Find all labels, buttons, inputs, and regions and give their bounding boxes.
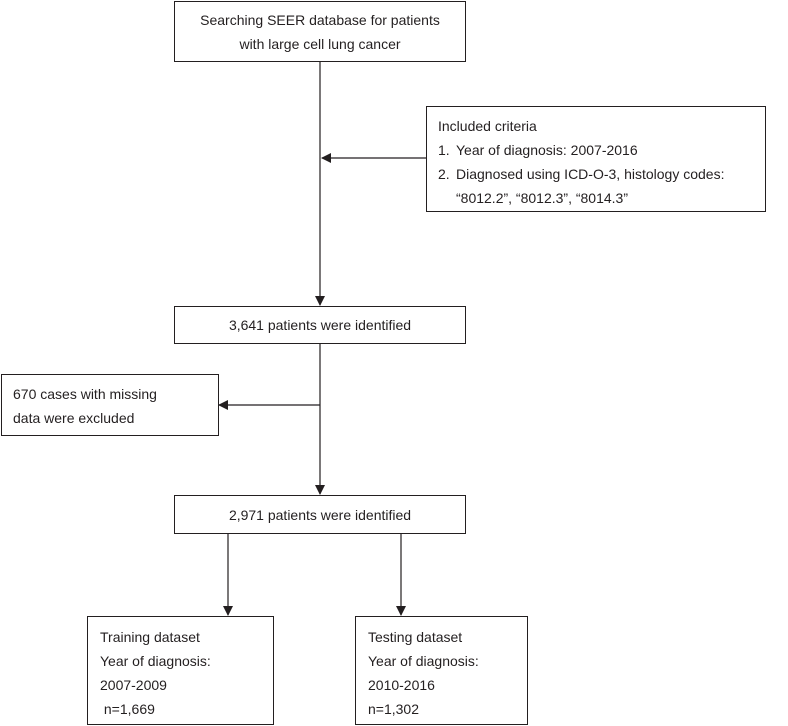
excluded-box: 670 cases with missing data were exclude… [1, 374, 219, 436]
testing-line-1: Testing dataset [368, 629, 463, 645]
training-line-2: Year of diagnosis: [100, 653, 211, 669]
criteria-item-2-num: 2. [438, 166, 450, 182]
training-box: Training dataset Year of diagnosis: 2007… [87, 616, 274, 725]
criteria-title: Included criteria [438, 118, 537, 134]
testing-line-4: n=1,302 [368, 701, 419, 717]
testing-line-2: Year of diagnosis: [368, 653, 479, 669]
training-line-1: Training dataset [100, 629, 200, 645]
identified-1-text: 3,641 patients were identified [228, 317, 412, 333]
search-box: Searching SEER database for patients wit… [174, 1, 466, 62]
criteria-item-2: 2. Diagnosed using ICD-O-3, histology cod… [438, 162, 765, 186]
testing-line-3: 2010-2016 [368, 677, 435, 693]
search-line-2: with large cell lung cancer [239, 36, 401, 52]
excluded-line-2: data were excluded [13, 410, 135, 426]
criteria-item-1-text: Year of diagnosis: 2007-2016 [456, 142, 638, 158]
criteria-item-2-text: Diagnosed using ICD-O-3, histology codes… [456, 166, 725, 182]
excluded-line-1: 670 cases with missing [13, 386, 157, 402]
testing-box: Testing dataset Year of diagnosis: 2010-… [355, 616, 528, 725]
identified-box-1: 3,641 patients were identified [174, 306, 466, 344]
criteria-item-1-num: 1. [438, 142, 450, 158]
criteria-item-1: 1. Year of diagnosis: 2007-2016 [438, 138, 765, 162]
search-line-1: Searching SEER database for patients [200, 12, 440, 28]
identified-2-text: 2,971 patients were identified [228, 507, 412, 523]
criteria-box: Included criteria 1. Year of diagnosis: 2… [426, 106, 766, 212]
identified-box-2: 2,971 patients were identified [174, 495, 466, 534]
criteria-item-2-cont: “8012.2”, “8012.3”, “8014.3” [456, 190, 628, 206]
training-line-4: n=1,669 [100, 701, 155, 717]
training-line-3: 2007-2009 [100, 677, 167, 693]
